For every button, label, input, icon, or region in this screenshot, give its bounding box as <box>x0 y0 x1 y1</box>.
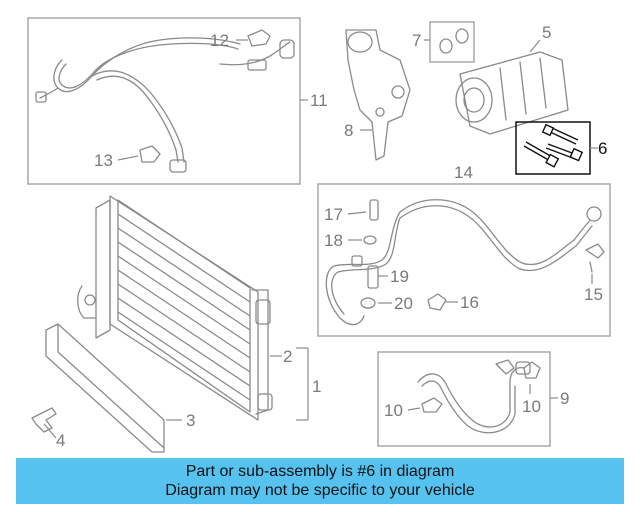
bolt-6-upper <box>541 123 579 145</box>
compressor-5 <box>455 51 569 135</box>
callout-20: 20 <box>394 294 413 313</box>
bolt-6-middle <box>545 143 584 162</box>
banner-line-part-number: Part or sub-assembly is #6 in diagram <box>185 463 455 480</box>
callout-6[interactable]: 6 <box>598 139 607 158</box>
callout-1: 1 <box>312 377 321 396</box>
sensor-19 <box>367 265 379 289</box>
callout-7: 7 <box>412 31 421 50</box>
parts-diagram: 1 2 3 4 5 6 7 8 9 10 10 11 12 13 14 15 1… <box>27 17 611 453</box>
callout-3: 3 <box>186 411 195 430</box>
o-ring-20 <box>360 297 376 309</box>
callout-12: 12 <box>210 31 229 50</box>
bolt-6-lower <box>523 141 560 168</box>
bracket-4 <box>31 407 57 433</box>
callout-11: 11 <box>310 91 328 110</box>
callout-15: 15 <box>584 285 603 304</box>
leader-lines <box>43 39 598 439</box>
o-ring-18 <box>363 235 377 245</box>
plug-set-7 <box>429 21 475 63</box>
callout-10-left: 10 <box>384 401 403 420</box>
hose-assembly-11 <box>27 17 301 185</box>
line-assembly-14 <box>317 183 611 337</box>
callout-10-right: 10 <box>522 397 541 416</box>
callout-14: 14 <box>454 163 473 182</box>
callout-16: 16 <box>460 293 479 312</box>
callout-9: 9 <box>560 389 569 408</box>
clamp-16 <box>427 293 447 311</box>
bolt-set-6 <box>515 121 591 175</box>
info-banner: Part or sub-assembly is #6 in diagram Di… <box>16 458 624 504</box>
callout-17: 17 <box>324 205 343 224</box>
callout-18: 18 <box>324 231 343 250</box>
callout-5: 5 <box>542 23 551 42</box>
callout-13: 13 <box>94 151 113 170</box>
sensor-17 <box>369 199 379 221</box>
banner-line-disclaimer: Diagram may not be specific to your vehi… <box>165 482 475 499</box>
callout-8: 8 <box>344 121 353 140</box>
callout-19: 19 <box>390 267 409 286</box>
callout-4: 4 <box>56 431 65 450</box>
condenser-1 <box>77 195 273 421</box>
callout-2: 2 <box>283 347 292 366</box>
panel-3 <box>45 323 165 453</box>
bracket-8 <box>345 29 411 161</box>
hose-assembly-9 <box>377 351 551 447</box>
